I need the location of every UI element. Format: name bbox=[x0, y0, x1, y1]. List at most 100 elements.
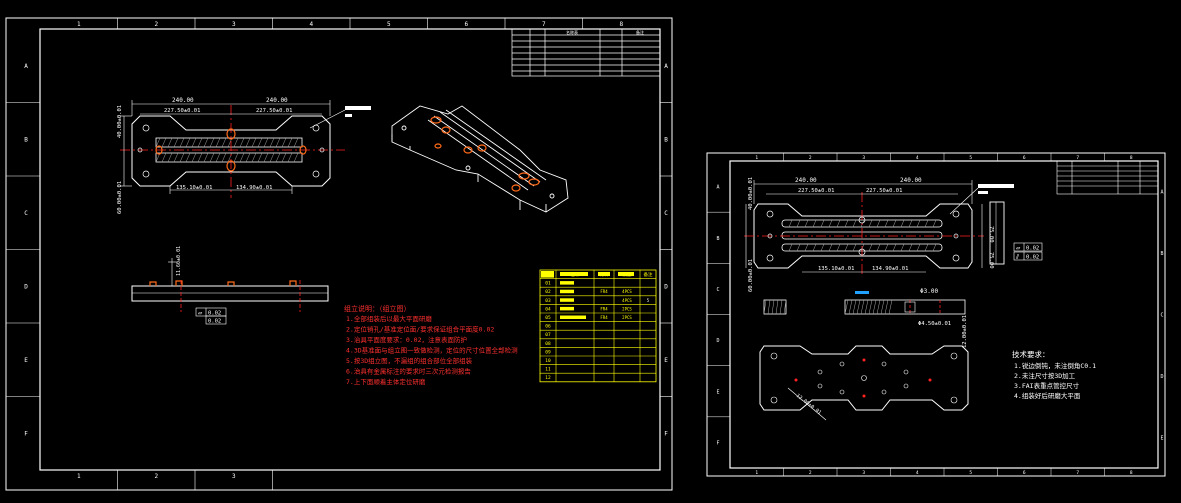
sheet1-row-marker-right-B: B bbox=[664, 136, 668, 143]
bom-row-number: 08 bbox=[545, 341, 551, 347]
assembly-notes-title: 组立说明：（组立图） bbox=[344, 304, 411, 313]
sheet1-iso-base bbox=[391, 105, 569, 213]
sheet2-inner-border bbox=[729, 160, 1159, 469]
bom-name-fill bbox=[560, 281, 574, 285]
sheet2-flatness-symbol-1: ▱ bbox=[1016, 244, 1021, 252]
sheet1-side-dim bbox=[168, 258, 176, 286]
assembly-note-line: 7.上下面顺着主体定位研磨 bbox=[346, 377, 426, 386]
sheet1-flatness-value: 0.02 bbox=[208, 311, 221, 317]
sheet1-side-center-marks bbox=[180, 280, 301, 312]
sheet1-row-marker-right-D: D bbox=[664, 283, 668, 290]
sheet2-slot-dim: Φ4.50±0.01 bbox=[918, 321, 951, 327]
sheet2-leader-line bbox=[949, 187, 979, 215]
sheet1-dim-227-right: 227.50±0.01 bbox=[256, 108, 292, 114]
sheet2-dimension-lines bbox=[745, 180, 983, 273]
sheet2-col-marker-4: 4 bbox=[916, 155, 919, 161]
sheet2-col-marker-2: 2 bbox=[809, 155, 812, 161]
sheet2-bottom-plate-marks bbox=[794, 358, 932, 398]
sheet1-row-marker-right-A: A bbox=[664, 63, 668, 70]
sheet2-col-marker-3: 3 bbox=[862, 155, 865, 161]
sheet2-top-view-outline bbox=[753, 203, 973, 269]
sheet1-bom-table: 序号名称材料数量备注0102FR44PCS034PCS504FR42PCS05F… bbox=[539, 269, 657, 383]
bom-row-qty: 2PCS bbox=[622, 306, 632, 311]
sheet2-dim-135: 135.10±0.01 bbox=[818, 266, 854, 272]
assembly-note-line: 6.治具有金属标注的要求时三次元检测报告 bbox=[346, 367, 471, 376]
sheet2-row-marker-B: B bbox=[716, 236, 719, 242]
sheet2-dim-240-left: 240.00 bbox=[795, 177, 817, 184]
tech-req-lines: 1.锐边倒钝，未注倒角C0.12.未注尺寸按3D加工3.FAI表重点管控尺寸4.… bbox=[1014, 361, 1096, 400]
sheet2-col-marker-7: 7 bbox=[1076, 155, 1079, 161]
bom-header-fill bbox=[541, 271, 554, 278]
sheet1-col-marker-6: 6 bbox=[464, 21, 468, 28]
sheet2-bottom-col-marker-5: 5 bbox=[969, 470, 972, 476]
bom-row-number: 04 bbox=[545, 306, 551, 312]
sheet1-dim-vertical-top: 40.00±0.01 bbox=[117, 105, 123, 138]
sheet1-bottom-col-marker-3: 3 bbox=[232, 473, 236, 480]
bom-row-number: 10 bbox=[545, 358, 551, 364]
sheet2-col-marker-5: 5 bbox=[969, 155, 972, 161]
sheet1-dim-134: 134.90±0.01 bbox=[236, 185, 272, 191]
sheet2-tech-requirements: 技术要求： 1.锐边倒钝，未注倒角C0.12.未注尺寸按3D加工3.FAI表重点… bbox=[1012, 349, 1096, 400]
bom-row-qty: 2PCS bbox=[622, 315, 632, 320]
sheet1-col-marker-5: 5 bbox=[387, 21, 391, 28]
bom-row-material: FR4 bbox=[600, 315, 608, 320]
sheet1-iso-pins bbox=[430, 116, 540, 192]
sheet1-col-marker-3: 3 bbox=[232, 21, 236, 28]
bom-header-fill bbox=[598, 272, 610, 276]
tech-req-title: 技术要求： bbox=[1012, 349, 1050, 359]
sheet1-row-marker-B: B bbox=[24, 136, 28, 143]
bom-header-cell: 备注 bbox=[644, 271, 653, 278]
sheet2-bottom-leader-text: 12.00±0.01 bbox=[795, 393, 822, 416]
sheet1-dim-240-left: 240.00 bbox=[172, 97, 194, 104]
bom-row-number: 07 bbox=[545, 332, 551, 338]
sheet1-row-marker-A: A bbox=[24, 63, 28, 70]
sheet1-row-marker-E: E bbox=[24, 357, 28, 364]
sheet2-diameter-dim: Φ3.00 bbox=[920, 288, 938, 295]
sheet2-bottom-plate: 12.00±0.01 bbox=[759, 345, 969, 421]
bom-row-number: 05 bbox=[545, 315, 551, 321]
sheet2-label-block-2 bbox=[978, 191, 988, 194]
sheet2-right-row-marker-A: A bbox=[1160, 190, 1163, 196]
sheet2-row-marker-F: F bbox=[716, 440, 719, 446]
sheet1-col-marker-4: 4 bbox=[309, 21, 313, 28]
bom-name-fill bbox=[560, 315, 586, 319]
sheet1-outer-border bbox=[5, 17, 673, 491]
sheet1-dim-135: 135.10±0.01 bbox=[176, 185, 212, 191]
bom-header-fill bbox=[618, 272, 634, 276]
sheet2-label-block-1 bbox=[978, 184, 1014, 188]
sheet1-side-body bbox=[131, 285, 329, 302]
sheet2-bottom-col-marker-8: 8 bbox=[1130, 470, 1133, 476]
sheet1-row-marker-right-E: E bbox=[664, 357, 668, 364]
sheet1-dim-227-left: 227.50±0.01 bbox=[164, 108, 200, 114]
bom-name-fill bbox=[560, 289, 574, 294]
assembly-note-line: 1.全部组装后以最大平面研磨 bbox=[346, 314, 432, 323]
sheet2-bottom-plate-outline bbox=[759, 345, 969, 411]
assembly-note-line: 4.3D基准面与组立图一致做检测，定位的尺寸位置全部检测 bbox=[346, 346, 518, 355]
sheet1-title-block bbox=[511, 28, 661, 77]
sheet2-col-marker-6: 6 bbox=[1023, 155, 1026, 161]
sheet2-small-part-left bbox=[763, 299, 787, 315]
sheet2-right-row-marker-C: C bbox=[1160, 313, 1163, 319]
sheet1-title-block-header-remark: 备注 bbox=[636, 29, 644, 35]
sheet1-row-marker-F: F bbox=[24, 430, 28, 437]
sheet2-dim-134: 134.90±0.01 bbox=[872, 266, 908, 272]
sheet1-bottom-col-marker-1: 1 bbox=[77, 473, 81, 480]
sheet1-rail-lower bbox=[155, 152, 303, 163]
sheet2-parallel-symbol: ⫽ bbox=[1015, 253, 1020, 261]
bom-row-number: 01 bbox=[545, 281, 551, 287]
sheet1-title-block-header-name: 名称表 bbox=[566, 29, 578, 35]
sheet1-row-marker-right-C: C bbox=[664, 210, 668, 217]
sheet1-side-pins bbox=[149, 280, 297, 286]
sheet2-section-view: Φ3.00 Φ4.50±0.01 12.00±0.01 bbox=[844, 288, 968, 348]
sheet1-locator-pins bbox=[155, 128, 307, 172]
sheet2-bottom-plate-holes bbox=[770, 352, 958, 404]
sheet2-depth-dim: 12.00±0.01 bbox=[962, 315, 968, 348]
sheet1-col-marker-2: 2 bbox=[154, 21, 158, 28]
tech-req-line: 2.未注尺寸按3D加工 bbox=[1014, 371, 1076, 380]
